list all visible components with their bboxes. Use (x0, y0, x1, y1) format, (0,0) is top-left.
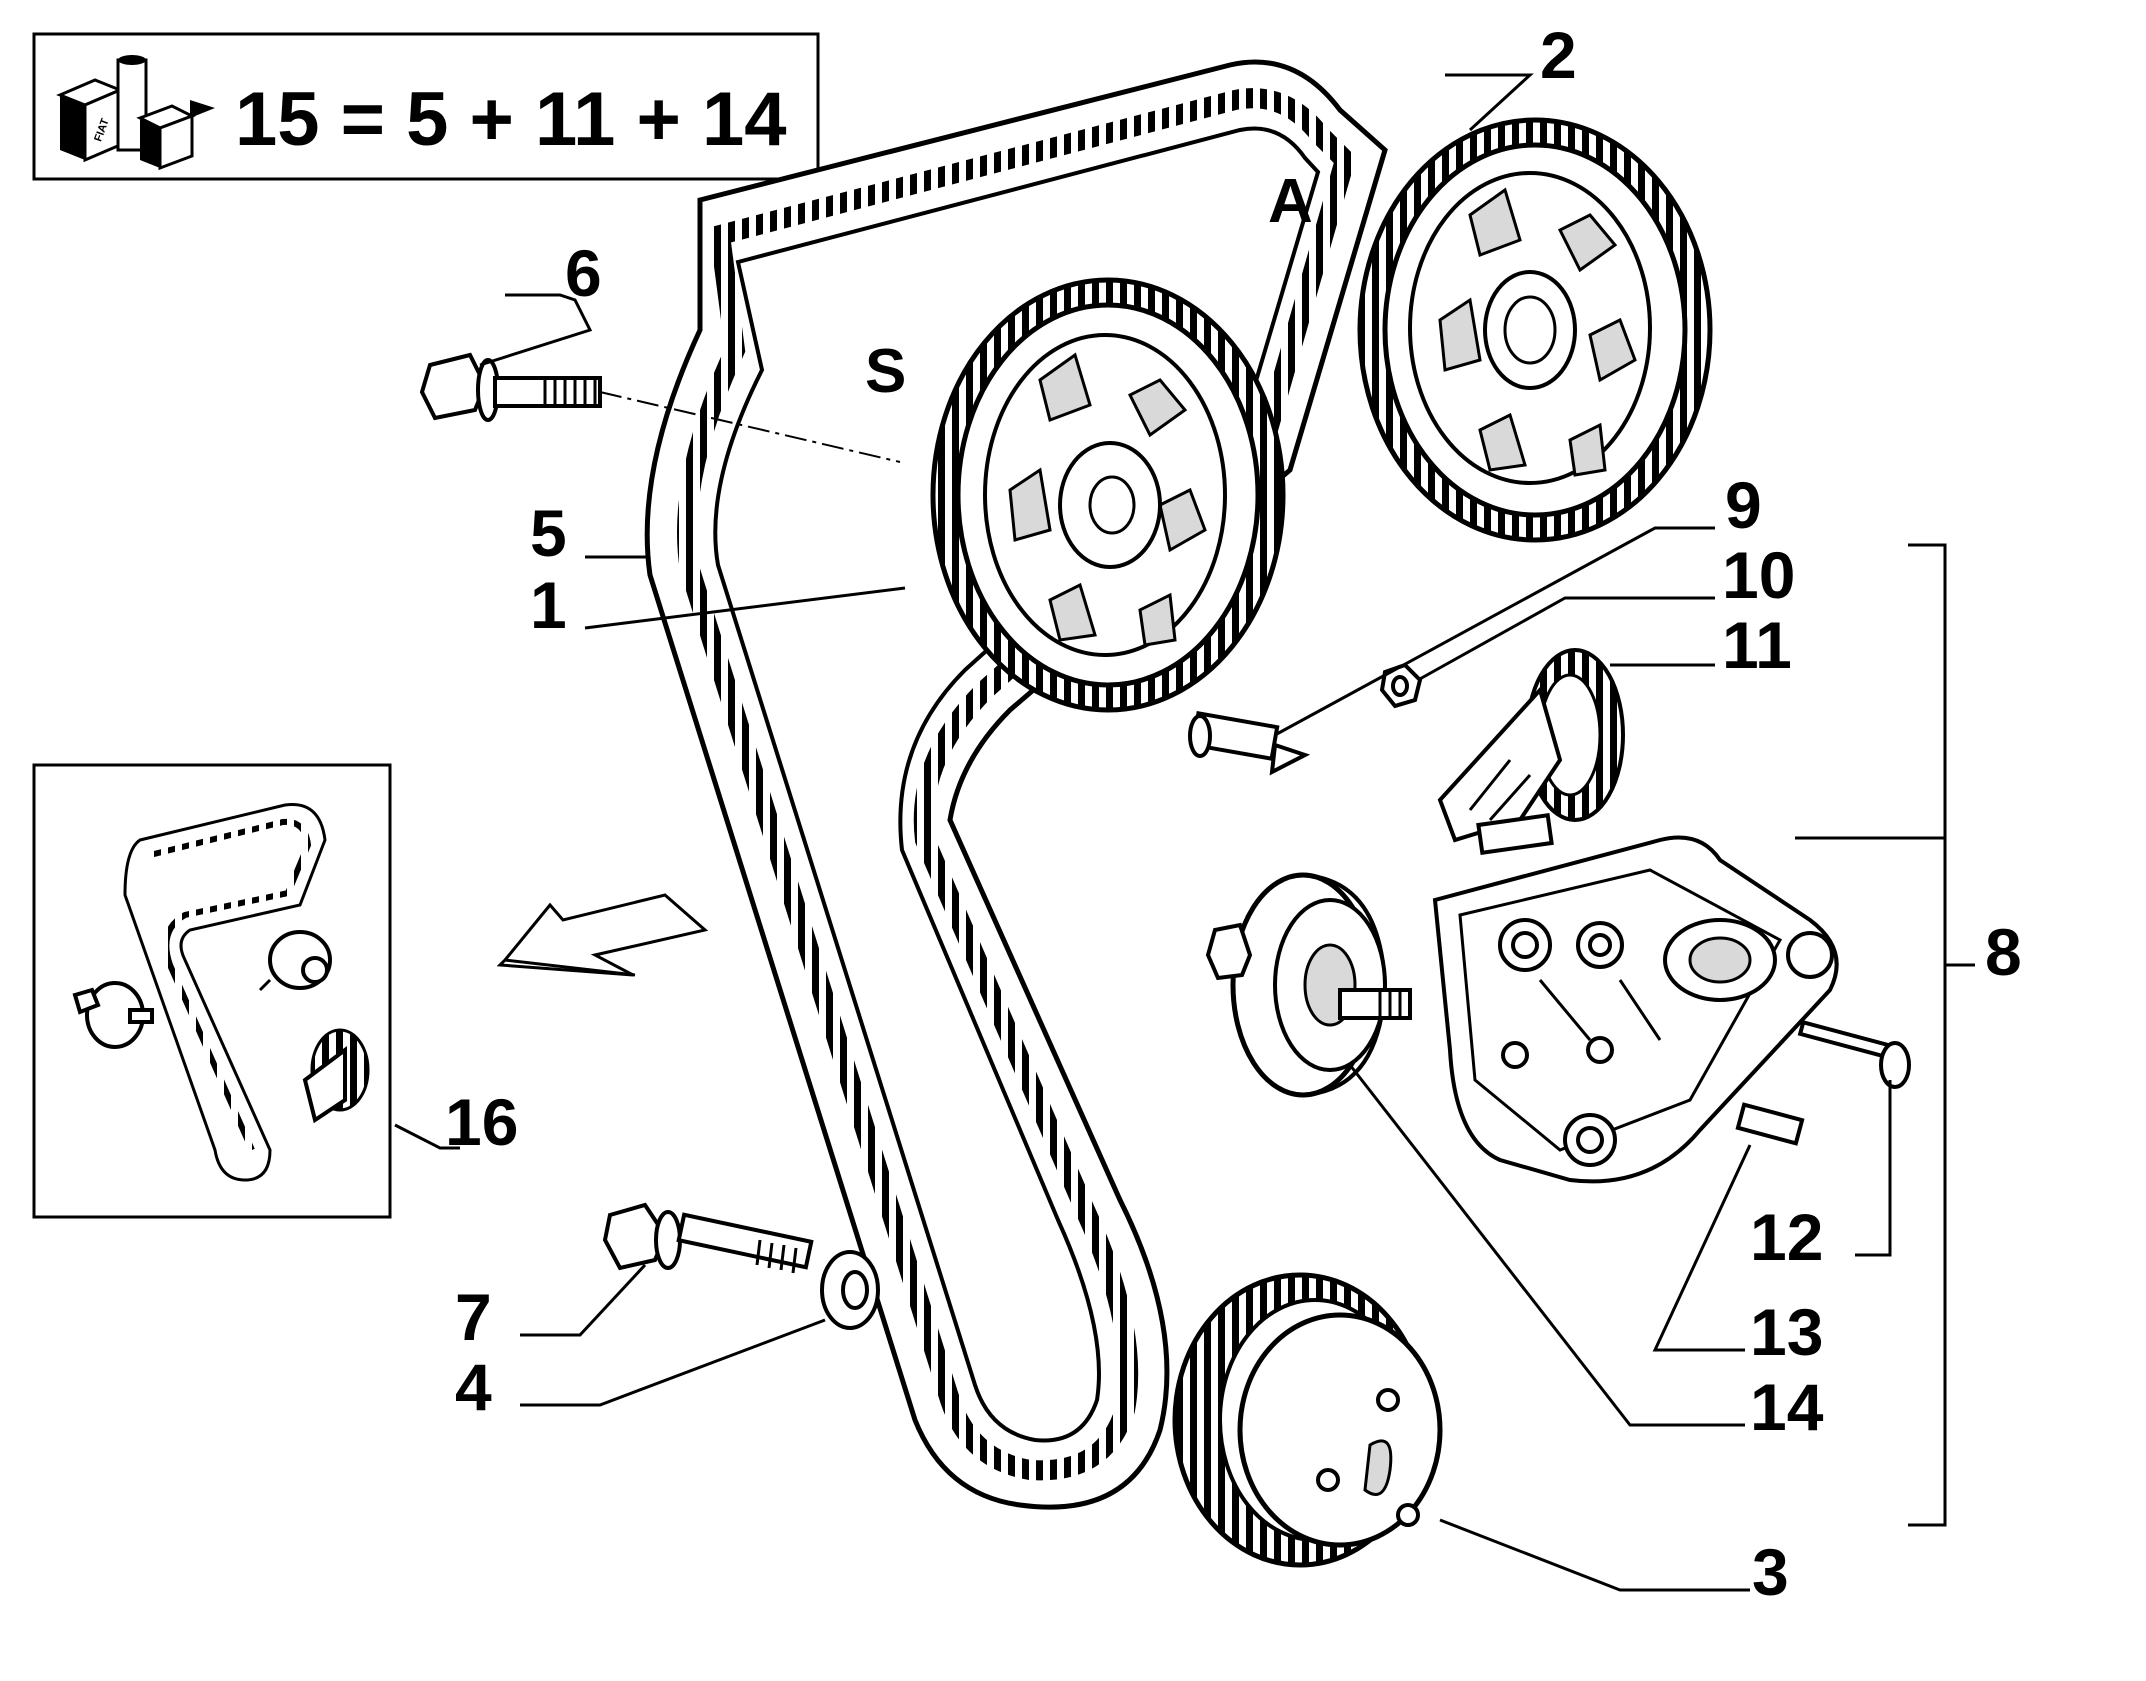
callout-6: 6 (565, 236, 602, 310)
stud (1188, 710, 1311, 776)
callout-3: 3 (1752, 1535, 1789, 1609)
kit-box: FIAT 15 = 5 + 11 + 14 (32, 32, 820, 181)
fiat-kit-icon: FIAT (56, 55, 215, 171)
pin-12 (1797, 1019, 1911, 1089)
callout-14: 14 (1750, 1370, 1824, 1444)
view-letter-a: A (1268, 167, 1313, 236)
crank-bolt (602, 1202, 814, 1274)
kit-inset (32, 763, 392, 1219)
nut (1379, 662, 1423, 709)
callout-labels: 6 2 5 1 9 10 11 8 12 13 14 3 7 4 16 S A (445, 18, 2022, 1609)
callout-1: 1 (530, 568, 567, 642)
callout-16: 16 (445, 1085, 518, 1159)
inset-idler (72, 981, 154, 1049)
arrow-left-icon (496, 893, 709, 977)
callout-7: 7 (455, 1280, 492, 1354)
washer (820, 1250, 880, 1330)
callout-10: 10 (1722, 538, 1795, 612)
pulley-bolt (419, 352, 901, 463)
inset-pulley (302, 1028, 370, 1124)
tensioner-pulley (1437, 648, 1625, 855)
crankshaft-pulley (1172, 1272, 1443, 1568)
callout-8: 8 (1985, 915, 2022, 989)
leader-lines (394, 73, 1975, 1592)
callout-2: 2 (1540, 18, 1577, 92)
inset-tensioner (258, 930, 332, 992)
camshaft-pulley-a (1357, 117, 1713, 543)
callout-5: 5 (530, 496, 567, 570)
callout-11: 11 (1722, 608, 1792, 682)
callout-4: 4 (455, 1350, 492, 1424)
kit-formula: 15 = 5 + 11 + 14 (235, 77, 787, 162)
view-letter-s: S (865, 337, 906, 406)
camshaft-pulley-s (930, 277, 1286, 713)
tensioner-plate (1432, 835, 1839, 1184)
idler-pulley (1205, 872, 1412, 1098)
callout-12: 12 (1750, 1200, 1823, 1274)
dowel-13 (1735, 1102, 1805, 1146)
callout-13: 13 (1750, 1295, 1823, 1369)
callout-9: 9 (1725, 468, 1762, 542)
